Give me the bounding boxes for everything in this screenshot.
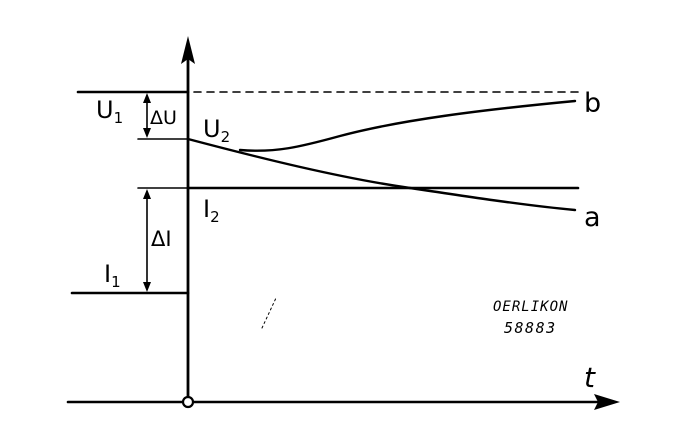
origin-marker	[181, 395, 195, 409]
delta-u-arrow	[143, 93, 151, 138]
stamp-line-1: OERLIKON	[493, 299, 568, 315]
label-time-axis: t	[584, 361, 596, 394]
manufacturer-stamp: OERLIKON 58883	[493, 299, 568, 337]
vertical-axis	[181, 36, 195, 404]
time-axis-arrowhead	[594, 394, 620, 410]
label-delta-u: ΔU	[150, 107, 177, 129]
stamp-line-2: 58883	[504, 319, 557, 337]
curve-a	[186, 137, 577, 212]
time-axis	[66, 394, 620, 410]
label-i2: I2	[203, 195, 220, 226]
label-curve-a: a	[584, 202, 601, 233]
label-u2: U2	[203, 115, 230, 146]
label-curve-b: b	[584, 88, 601, 119]
delta-i-arrow	[143, 189, 151, 292]
label-i1: I1	[104, 260, 121, 291]
vertical-axis-arrowhead	[181, 36, 195, 64]
curve-b	[238, 99, 577, 152]
stray-mark	[261, 297, 277, 329]
label-delta-i: ΔI	[151, 227, 172, 251]
label-u1: U1	[96, 96, 123, 127]
